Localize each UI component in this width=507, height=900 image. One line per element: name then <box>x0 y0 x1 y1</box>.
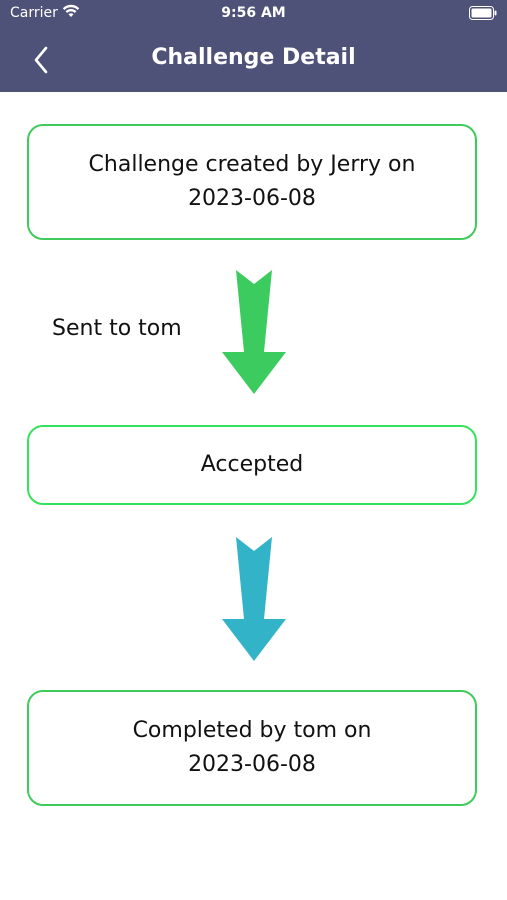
transition-label: Sent to tom <box>52 316 182 341</box>
step-completed-card: Completed by tom on 2023-06-08 <box>27 690 477 806</box>
wifi-icon <box>62 4 80 22</box>
step-created-line1: Challenge created by Jerry on <box>88 152 416 177</box>
arrow-down-blue-icon <box>222 537 286 661</box>
arrow-down-green-icon <box>222 270 286 394</box>
step-created-date: 2023-06-08 <box>188 186 316 211</box>
back-button[interactable] <box>26 42 56 78</box>
carrier-label: Carrier <box>10 5 58 21</box>
navigation-header: Carrier 9:56 AM Challenge Detail <box>0 0 507 92</box>
battery-icon <box>469 6 497 20</box>
step-accepted-label: Accepted <box>200 452 304 477</box>
page-title: Challenge Detail <box>151 45 356 70</box>
status-time: 9:56 AM <box>221 5 286 21</box>
step-completed-line1: Completed by tom on <box>132 718 372 743</box>
chevron-left-icon <box>34 46 48 74</box>
status-bar: Carrier 9:56 AM <box>0 0 507 28</box>
step-accepted-card: Accepted <box>27 425 477 505</box>
step-completed-date: 2023-06-08 <box>188 752 316 777</box>
step-created-card: Challenge created by Jerry on 2023-06-08 <box>27 124 477 240</box>
